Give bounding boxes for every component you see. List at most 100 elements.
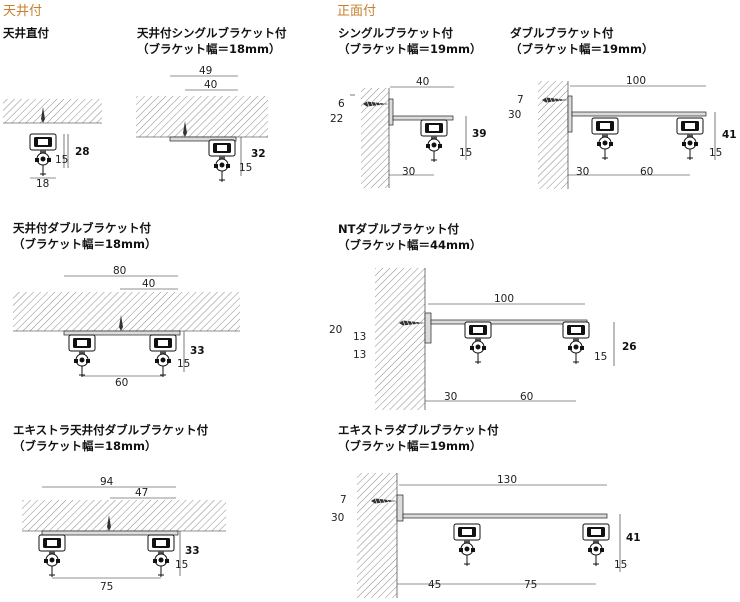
- diagram-title-line2: （ブラケット幅＝19mm）: [510, 42, 653, 56]
- dim-span: 60: [520, 391, 533, 403]
- dim-b: 30: [331, 512, 344, 524]
- dim-inner: 15: [175, 559, 188, 571]
- dim-offset: 45: [428, 579, 441, 591]
- dim-height: 39: [472, 128, 487, 140]
- dim-a: 7: [517, 94, 524, 106]
- dim-inner: 15: [55, 154, 68, 166]
- ceiling-wall: [3, 99, 102, 123]
- diagram-title-line2: （ブラケット幅＝18mm）: [13, 439, 156, 453]
- diagram-title-line1: 天井付ダブルブラケット付: [13, 221, 151, 235]
- dim-height: 32: [251, 148, 266, 160]
- diagram-title-line2: （ブラケット幅＝18mm）: [13, 237, 156, 251]
- dim-top: 130: [497, 474, 517, 486]
- rail-runner: [562, 321, 590, 365]
- dim-offset: 30: [576, 166, 589, 178]
- dim-a: 6: [338, 98, 345, 110]
- dim-mid: 47: [135, 487, 148, 499]
- diagram-front-single-bracket: シングルブラケット付 （ブラケット幅＝19mm） 40 6 22 39 15 3…: [330, 26, 487, 188]
- diagram-title-line1: NTダブルブラケット付: [338, 222, 459, 236]
- rail-runner: [68, 334, 96, 378]
- dim-height: 28: [75, 146, 90, 158]
- bracket-bar: [63, 330, 181, 336]
- section-ceiling-mount: 天井付: [3, 4, 42, 19]
- ceiling-wall: [136, 96, 268, 137]
- bracket-bar: [571, 111, 707, 117]
- dim-inner: 15: [594, 351, 607, 363]
- diagram-title-line2: （ブラケット幅＝19mm）: [338, 439, 481, 453]
- ceiling-wall: [13, 292, 240, 331]
- dim-inner: 15: [459, 147, 472, 159]
- diagram-extra-ceiling-double-bracket: エキストラ天井付ダブルブラケット付 （ブラケット幅＝18mm） 94 47 33…: [13, 423, 226, 593]
- diagram-ceiling-single-bracket: 天井付シングルブラケット付 （ブラケット幅＝18mm） 49 40 32 15: [136, 26, 287, 183]
- wall-plate: [388, 98, 394, 126]
- dim-offset: 30: [402, 166, 415, 178]
- diagram-title: 天井直付: [3, 26, 49, 40]
- dim-c: 13: [353, 349, 366, 361]
- rail-runner: [453, 523, 481, 567]
- rail-runner: [38, 534, 66, 578]
- dim-height: 26: [622, 341, 637, 353]
- diagram-nt-double-bracket: NTダブルブラケット付 （ブラケット幅＝44mm） 100 20 13 13 2…: [329, 222, 637, 410]
- diagram-title-line1: エキストラダブルブラケット付: [338, 423, 499, 437]
- dim-top: 49: [199, 65, 212, 77]
- dim-b: 13: [353, 331, 366, 343]
- diagram-front-double-bracket: ダブルブラケット付 （ブラケット幅＝19mm） 100 7 30 41 15 3…: [508, 26, 737, 189]
- diagram-title-line2: （ブラケット幅＝44mm）: [338, 238, 481, 252]
- bracket-bar: [41, 530, 179, 536]
- bracket-bar: [402, 513, 608, 519]
- rail-runner: [582, 523, 610, 567]
- diagram-extra-double-bracket: エキストラダブルブラケット付 （ブラケット幅＝19mm） 130 7 30 41…: [331, 423, 641, 598]
- dim-mid: 40: [204, 79, 217, 91]
- side-wall: [357, 473, 397, 598]
- rail-runner: [676, 117, 704, 161]
- rail-runner: [147, 534, 175, 578]
- dim-width: 18: [36, 178, 49, 190]
- diagram-title-line1: エキストラ天井付ダブルブラケット付: [13, 423, 209, 437]
- dim-a: 20: [329, 324, 342, 336]
- rail-runner: [464, 321, 492, 365]
- bracket-bar: [392, 115, 454, 121]
- dim-top: 80: [113, 265, 126, 277]
- dim-inner: 15: [177, 358, 190, 370]
- wall-plate: [396, 494, 404, 522]
- rail-runner: [420, 119, 448, 163]
- dim-height: 41: [626, 532, 641, 544]
- dim-inner: 15: [709, 147, 722, 159]
- dim-height: 41: [722, 129, 737, 141]
- dim-top: 100: [626, 75, 646, 87]
- dim-top: 100: [494, 293, 514, 305]
- dim-span: 60: [640, 166, 653, 178]
- rail-runner: [149, 334, 177, 378]
- diagram-ceiling-double-bracket: 天井付ダブルブラケット付 （ブラケット幅＝18mm） 80 40 33 15 6…: [13, 221, 240, 389]
- wall-plate: [424, 312, 432, 344]
- rail-runner: [591, 117, 619, 161]
- diagram-title-line1: ダブルブラケット付: [510, 26, 614, 40]
- dim-inner: 15: [239, 162, 252, 174]
- diagram-title-line1: 天井付シングルブラケット付: [137, 26, 287, 40]
- dim-span: 60: [115, 377, 128, 389]
- dim-span: 75: [524, 579, 537, 591]
- side-wall: [538, 81, 568, 189]
- dim-span: 75: [100, 581, 113, 593]
- dim-mid: 40: [142, 278, 155, 290]
- dim-height: 33: [185, 545, 200, 557]
- dim-b: 22: [330, 113, 343, 125]
- diagram-title-line2: （ブラケット幅＝19mm）: [338, 42, 481, 56]
- wall-plate: [567, 95, 573, 133]
- diagram-title-line1: シングルブラケット付: [338, 26, 453, 40]
- bracket-bar: [169, 136, 237, 142]
- diagram-title-line2: （ブラケット幅＝18mm）: [137, 42, 280, 56]
- dim-b: 30: [508, 109, 521, 121]
- rail-runner: [208, 139, 236, 183]
- ceiling-wall: [22, 500, 226, 531]
- diagram-ceiling-direct: 天井直付 28 15 18: [3, 26, 102, 190]
- dim-inner: 15: [614, 559, 627, 571]
- rail-runner: [29, 133, 57, 177]
- dim-a: 7: [340, 494, 347, 506]
- side-wall: [375, 268, 425, 410]
- dim-top: 94: [100, 476, 114, 488]
- section-front-mount: 正面付: [337, 4, 376, 19]
- dim-height: 33: [190, 345, 205, 357]
- dim-top: 40: [416, 76, 429, 88]
